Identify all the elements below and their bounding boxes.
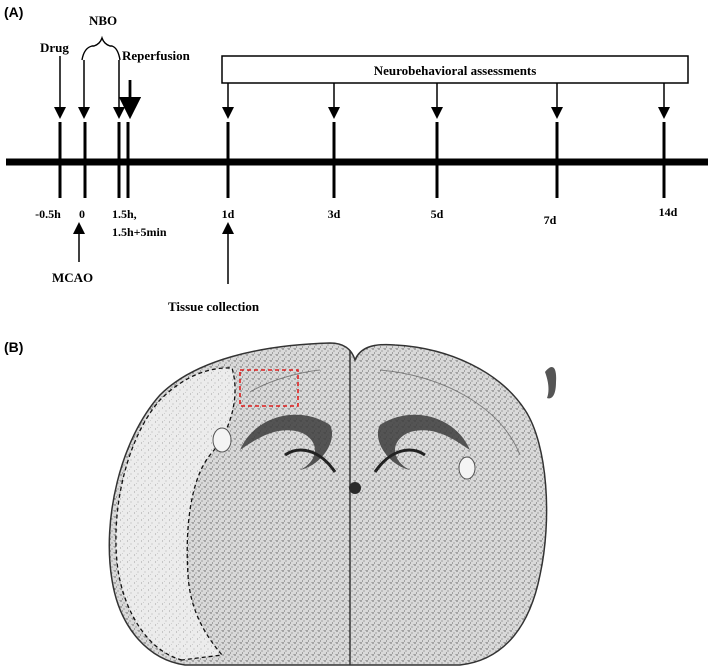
infarct-region xyxy=(115,367,236,661)
tick-label-14d: 14d xyxy=(659,205,678,219)
tick-label-5d: 5d xyxy=(431,207,444,221)
tick-label-1d: 1d xyxy=(222,207,235,221)
tick-label-3d: 3d xyxy=(328,207,341,221)
hippocampus-inner-left xyxy=(284,448,337,473)
panel-a-label: (A) xyxy=(4,4,23,20)
ventricle-right xyxy=(458,456,476,480)
assessments-box xyxy=(221,55,689,84)
cortex-layer-right xyxy=(379,369,521,456)
reperfusion-label: Reperfusion xyxy=(122,48,191,63)
assessments-label: Neurobehavioral assessments xyxy=(374,63,537,78)
panel-b: (B) xyxy=(4,339,557,666)
hippocampus-inner-right xyxy=(373,448,426,473)
tissue-collection-label: Tissue collection xyxy=(168,299,260,314)
ventricle-left xyxy=(212,427,232,453)
tick-label-1-5h-5min: 1.5h+5min xyxy=(112,225,167,239)
tick-label-0: 0 xyxy=(79,207,85,221)
nbo-brace xyxy=(81,35,121,61)
drug-label: Drug xyxy=(40,40,69,55)
roi-box xyxy=(239,369,299,407)
tick-label-1-5h: 1.5h, xyxy=(112,207,137,221)
mcao-label: MCAO xyxy=(52,270,93,285)
panel-a: (A) -0.5h 0 1.5h, 1.5h+5min 1d 3d 5d 7d … xyxy=(4,4,708,314)
brain-section-image xyxy=(108,342,557,666)
cortex-layer-left xyxy=(249,369,321,393)
tissue-artifact xyxy=(545,367,557,399)
nbo-label: NBO xyxy=(89,13,117,28)
panel-b-label: (B) xyxy=(4,339,23,355)
hippocampus-left xyxy=(240,414,333,470)
hippocampus-right xyxy=(377,414,470,470)
tick-label-minus-0-5h: -0.5h xyxy=(35,207,61,221)
third-ventricle xyxy=(349,482,361,494)
tick-label-7d: 7d xyxy=(544,213,557,227)
